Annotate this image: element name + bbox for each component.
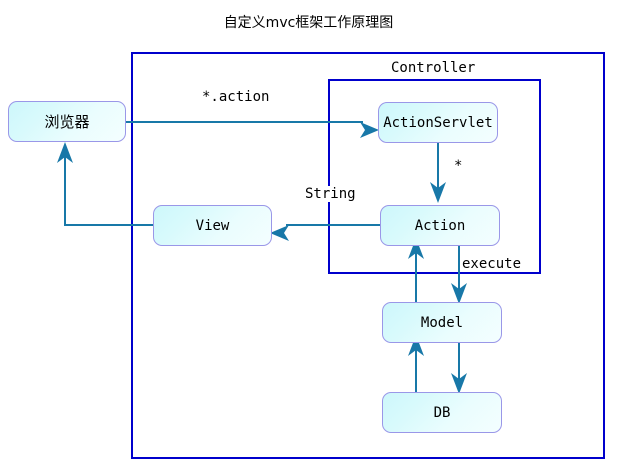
edge-model-action-line bbox=[415, 248, 417, 302]
node-actionservlet[interactable]: ActionServlet bbox=[378, 102, 498, 143]
edge-actionservlet-action-line bbox=[437, 142, 439, 194]
edge-view-browser-horizontal bbox=[64, 224, 156, 226]
controller-frame-label: Controller bbox=[388, 60, 479, 76]
edge-browser-actionservlet-line bbox=[125, 121, 363, 123]
controller-frame bbox=[328, 79, 541, 274]
edge-label-star-action: *.action bbox=[200, 89, 272, 105]
edge-label-string: String bbox=[303, 186, 358, 202]
node-model[interactable]: Model bbox=[382, 302, 502, 343]
node-view[interactable]: View bbox=[153, 205, 272, 246]
edge-view-browser-vertical bbox=[64, 152, 66, 226]
edge-label-execute: execute bbox=[460, 256, 524, 272]
outer-frame bbox=[131, 52, 605, 459]
edge-action-view-line bbox=[286, 224, 382, 226]
node-action[interactable]: Action bbox=[380, 205, 500, 246]
node-browser[interactable]: 浏览器 bbox=[8, 101, 126, 142]
edge-db-model-line bbox=[415, 345, 417, 392]
edge-label-star: * bbox=[452, 158, 465, 174]
edge-model-db-line bbox=[458, 342, 460, 390]
page-title: 自定义mvc框架工作原理图 bbox=[223, 15, 394, 31]
edge-action-model-line bbox=[458, 245, 460, 295]
node-db[interactable]: DB bbox=[382, 392, 502, 433]
